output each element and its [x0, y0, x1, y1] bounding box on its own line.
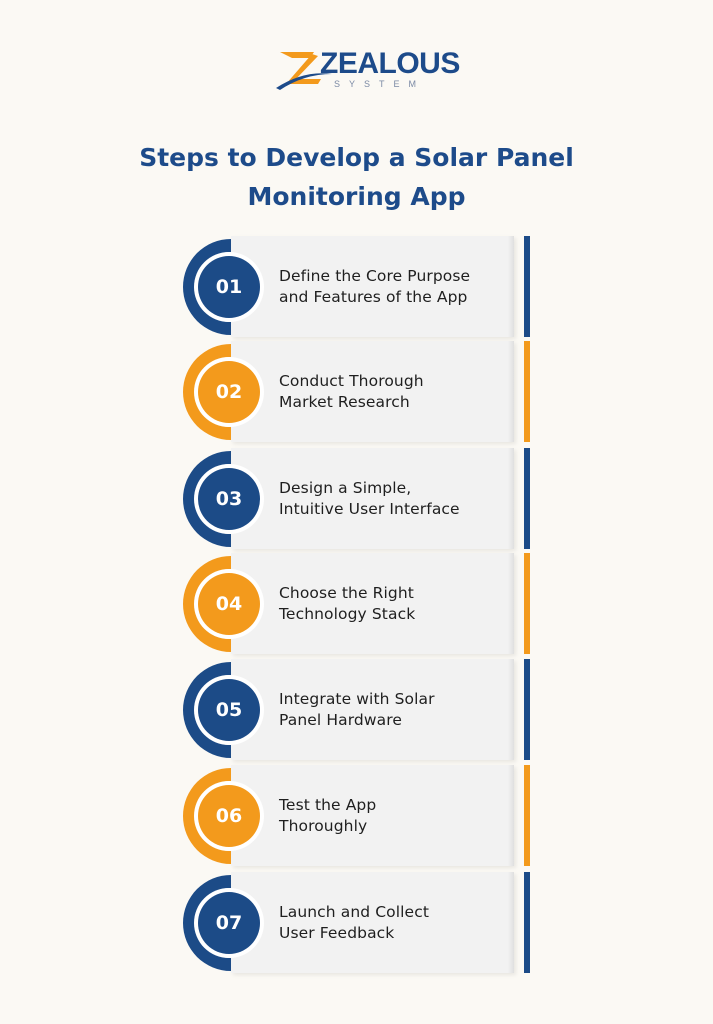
- page-title-line-2: Monitoring App: [247, 182, 466, 211]
- step-label-line-1: Test the App: [279, 795, 377, 814]
- step-label-line-2: and Features of the App: [279, 287, 468, 306]
- step-accent-bar: [524, 448, 530, 549]
- step-number-badge: 03: [198, 468, 260, 530]
- step-number-badge: 04: [198, 573, 260, 635]
- step-arc-icon: [183, 556, 231, 652]
- step-label-line-2: Panel Hardware: [279, 710, 402, 729]
- step-card: [231, 236, 514, 337]
- step-accent-bar: [524, 553, 530, 654]
- step-01: 01 Define the Core Purpose and Features o…: [180, 236, 536, 337]
- step-number-badge: 01: [198, 256, 260, 318]
- step-arc-icon: [183, 239, 231, 335]
- step-arc-icon: [183, 875, 231, 971]
- step-label-line-2: Intuitive User Interface: [279, 499, 460, 518]
- step-label-line-2: Thoroughly: [279, 816, 368, 835]
- step-card: [231, 341, 514, 442]
- step-label-line-1: Launch and Collect: [279, 902, 429, 921]
- step-card: [231, 448, 514, 549]
- step-arc-icon: [183, 451, 231, 547]
- step-number-badge: 07: [198, 892, 260, 954]
- step-label-line-1: Integrate with Solar: [279, 689, 435, 708]
- step-number-badge: 05: [198, 679, 260, 741]
- step-label-line-1: Conduct Thorough: [279, 371, 424, 390]
- step-accent-bar: [524, 659, 530, 760]
- step-label-line-1: Choose the Right: [279, 583, 414, 602]
- step-label: Design a Simple, Intuitive User Interface: [279, 448, 509, 549]
- step-label: Define the Core Purpose and Features of t…: [279, 236, 509, 337]
- company-logo: ZEALOUS SYSTEM: [274, 44, 460, 94]
- step-label-line-2: User Feedback: [279, 923, 395, 942]
- page-title-line-1: Steps to Develop a Solar Panel: [139, 143, 574, 172]
- page-title: Steps to Develop a Solar Panel Monitorin…: [0, 138, 713, 216]
- step-accent-bar: [524, 872, 530, 973]
- step-accent-bar: [524, 236, 530, 337]
- step-accent-bar: [524, 765, 530, 866]
- step-03: 03 Design a Simple, Intuitive User Interf…: [180, 448, 536, 549]
- logo-swoosh-icon: [276, 52, 332, 90]
- step-label-line-2: Market Research: [279, 392, 410, 411]
- step-card: [231, 872, 514, 973]
- step-arc-icon: [183, 662, 231, 758]
- step-number-badge: 06: [198, 785, 260, 847]
- step-label-line-1: Define the Core Purpose: [279, 266, 471, 285]
- step-number-badge: 02: [198, 361, 260, 423]
- step-arc-icon: [183, 344, 231, 440]
- step-card: [231, 659, 514, 760]
- step-accent-bar: [524, 341, 530, 442]
- step-card: [231, 553, 514, 654]
- step-label-line-1: Design a Simple,: [279, 478, 412, 497]
- step-arc-icon: [183, 768, 231, 864]
- step-card: [231, 765, 514, 866]
- step-label-line-2: Technology Stack: [279, 604, 416, 623]
- logo-tagline: SYSTEM: [334, 79, 426, 89]
- logo-wordmark: ZEALOUS: [320, 47, 460, 80]
